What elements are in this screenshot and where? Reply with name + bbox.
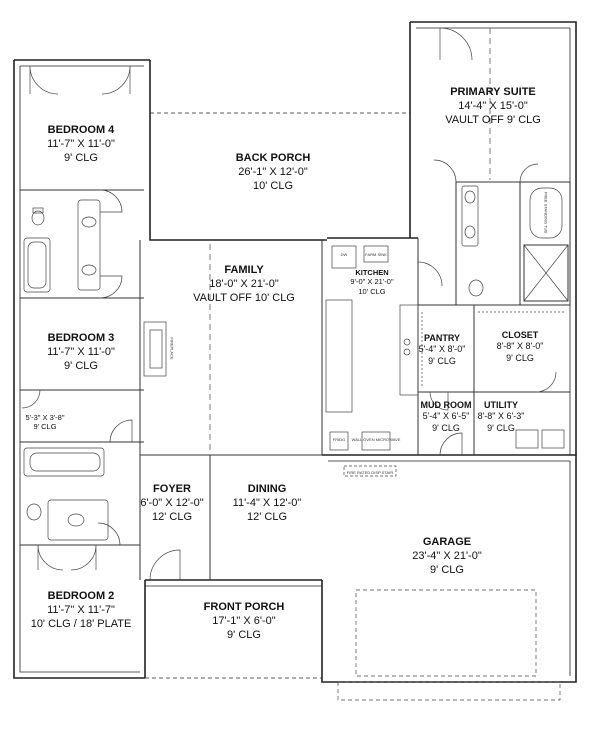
- room-foyer: FOYER 6'-0" X 12'-0" 12' CLG: [140, 483, 203, 524]
- room-name: PRIMARY SUITE: [450, 86, 536, 98]
- room-ceiling: 9' CLG: [64, 151, 98, 164]
- vanity-bath-4: [77, 199, 101, 291]
- room-dims: 5'-4" X 6'-5": [422, 411, 470, 422]
- doors: [21, 27, 557, 581]
- room-name: BEDROOM 3: [47, 332, 115, 344]
- room-ceiling: 9' CLG: [487, 422, 515, 433]
- room-name: KITCHEN: [355, 268, 389, 277]
- room-primary-suite: PRIMARY SUITE 14'-4" X 15'-0" VAULT OFF …: [445, 86, 541, 127]
- room-dims: 23'-4" X 21'-0": [412, 549, 482, 562]
- room-front-porch: FRONT PORCH 17'-1" X 6'-0" 9' CLG: [204, 601, 285, 642]
- annotation-fire-rated-stair: FIRE RATED DISP STAIR: [346, 470, 394, 475]
- vanity-bath-2: [47, 499, 109, 541]
- room-dining: DINING 11'-4" X 12'-0" 12' CLG: [233, 483, 302, 524]
- room-name: CLOSET: [501, 330, 539, 340]
- room-dims: 8'-8" X 8'-0": [496, 341, 544, 352]
- room-ceiling: 9' CLG: [506, 352, 534, 363]
- room-ceiling: 9' CLG: [430, 563, 464, 576]
- room-dims: 14'-4" X 15'-0": [458, 99, 528, 112]
- room-ceiling: 9' CLG: [64, 359, 98, 372]
- annotation-dw: DW: [340, 252, 348, 257]
- room-ceiling: 9' CLG: [428, 355, 456, 366]
- room-dims: 8'-8" X 6'-3": [477, 411, 525, 422]
- room-bedroom-2: BEDROOM 2 11'-7" X 11'-7" 10' CLG / 18' …: [31, 590, 132, 631]
- room-ceiling: 9' CLG: [33, 422, 57, 432]
- room-ceiling: 12' CLG: [246, 510, 287, 523]
- bathtub-2: [23, 447, 105, 477]
- room-name: MUD ROOM: [420, 400, 472, 410]
- room-pantry: PANTRY 5'-4" X 8'-0" 9' CLG: [419, 333, 466, 367]
- room-ceiling: 12' CLG: [151, 510, 192, 523]
- room-name: BEDROOM 2: [47, 590, 115, 602]
- room-name: FAMILY: [224, 264, 264, 276]
- room-ceiling: 10' CLG / 18' PLATE: [30, 617, 132, 630]
- room-family: FAMILY 18'-0" X 21'-0" VAULT OFF 10' CLG: [193, 264, 295, 305]
- room-garage: GARAGE 23'-4" X 21'-0" 9' CLG: [412, 536, 482, 577]
- room-ceiling: 9' CLG: [227, 628, 261, 641]
- room-dims: 11'-7" X 11'-0": [47, 137, 115, 150]
- room-dims: 5'-3" X 3'-8": [25, 413, 65, 422]
- room-dims: 6'-0" X 12'-0": [140, 496, 204, 509]
- room-name: FRONT PORCH: [203, 601, 285, 613]
- room-dims: 11'-4" X 12'-0": [232, 496, 302, 509]
- room-bedroom-4: BEDROOM 4 11'-7" X 11'-0" 9' CLG: [47, 124, 115, 165]
- room-ceiling: 9' CLG: [432, 422, 460, 433]
- room-dims: 18'-0" X 21'-0": [209, 277, 279, 290]
- room-name: GARAGE: [422, 536, 472, 548]
- room-back-porch: BACK PORCH 26'-1" X 12'-0" 10' CLG: [236, 152, 311, 193]
- room-hall-closet: 5'-3" X 3'-8" 9' CLG: [25, 413, 64, 432]
- kitchen-island: [325, 299, 353, 413]
- annotation-farm-sink: FARM SINK: [365, 252, 387, 257]
- annotation-fridge: FRIDG: [332, 437, 346, 442]
- room-name: PANTRY: [423, 333, 460, 343]
- room-dims: 11'-7" X 11'-0": [47, 345, 115, 358]
- room-dims: 17'-1" X 6'-0": [212, 614, 276, 627]
- room-dims: 5'-4" X 8'-0": [418, 344, 466, 355]
- toilet-4: [31, 210, 45, 226]
- room-name: DINING: [247, 483, 287, 495]
- toilet-2: [26, 503, 42, 521]
- room-ceiling: VAULT OFF 9' CLG: [445, 113, 541, 126]
- annotation-wall-oven: WALL OVEN MICROWAVE: [351, 437, 401, 442]
- room-ceiling: VAULT OFF 10' CLG: [193, 291, 295, 304]
- room-dims: 11'-7" X 11'-7": [47, 603, 115, 616]
- annotation-fireplace: FIREPLACE: [169, 337, 175, 360]
- bathtub-4: [23, 237, 51, 293]
- room-ceiling: 10' CLG: [358, 286, 386, 296]
- room-bedroom-3: BEDROOM 3 11'-7" X 11'-0" 9' CLG: [47, 332, 115, 373]
- exterior-walls: [13, 21, 577, 683]
- room-name: BACK PORCH: [235, 152, 311, 164]
- room-mud-room: MUD ROOM 5'-4" X 6'-5" 9' CLG: [421, 400, 472, 434]
- fixtures: [23, 28, 569, 701]
- room-name: UTILITY: [483, 400, 518, 410]
- room-name: FOYER: [153, 483, 191, 495]
- room-dims: 26'-1" X 12'-0": [238, 165, 308, 178]
- room-name: BEDROOM 4: [47, 124, 115, 136]
- room-dims: 9'-0" X 21'-0": [350, 277, 394, 287]
- room-utility: UTILITY 8'-8" X 6'-3" 9' CLG: [478, 400, 525, 434]
- annotation-freestanding-tub: FREE STANDING TUB: [543, 191, 549, 234]
- room-ceiling: 10' CLG: [252, 179, 293, 192]
- interior-walls: [20, 181, 571, 580]
- room-kitchen: KITCHEN 9'-0" X 21'-0" 10' CLG: [350, 268, 393, 296]
- room-closet: CLOSET 8'-8" X 8'-0" 9' CLG: [497, 330, 544, 364]
